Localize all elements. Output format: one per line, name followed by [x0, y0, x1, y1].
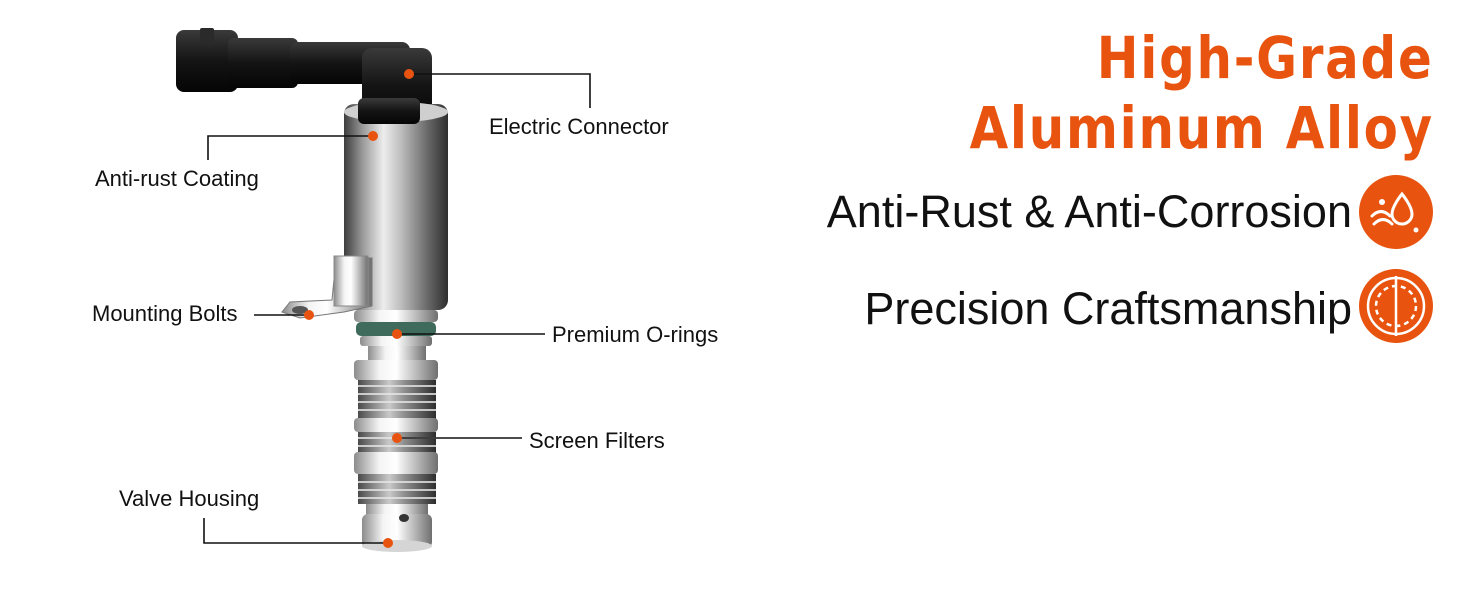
callout-dots [304, 69, 414, 548]
callout-valve-housing: Valve Housing [119, 486, 260, 511]
mounting-bracket-part [281, 255, 373, 319]
callout-anti-rust-coating: Anti-rust Coating [95, 166, 259, 191]
dot-electric-connector [404, 69, 414, 79]
leader-lines [203, 73, 591, 544]
callout-screen-filters: Screen Filters [529, 428, 665, 453]
dot-premium-orings [392, 329, 402, 339]
dot-screen-filters [392, 433, 402, 443]
headline-line-2: Aluminum Alloy [969, 94, 1434, 162]
precision-ring-icon [1359, 269, 1433, 343]
o-ring-part [354, 310, 438, 346]
callout-premium-orings: Premium O-rings [552, 322, 719, 347]
headline-line-1: High-Grade [1097, 24, 1434, 92]
dot-mounting-bolts [304, 310, 314, 320]
dot-anti-rust-coating [368, 131, 378, 141]
feature-precision-label: Precision Craftsmanship [864, 283, 1352, 334]
dot-valve-housing [383, 538, 393, 548]
feature-anti-rust-label: Anti-Rust & Anti-Corrosion [826, 186, 1352, 237]
callout-electric-connector: Electric Connector [489, 114, 669, 139]
callout-mounting-bolts: Mounting Bolts [92, 301, 238, 326]
valve-spool-part [354, 346, 438, 552]
water-drop-icon [1359, 175, 1433, 249]
